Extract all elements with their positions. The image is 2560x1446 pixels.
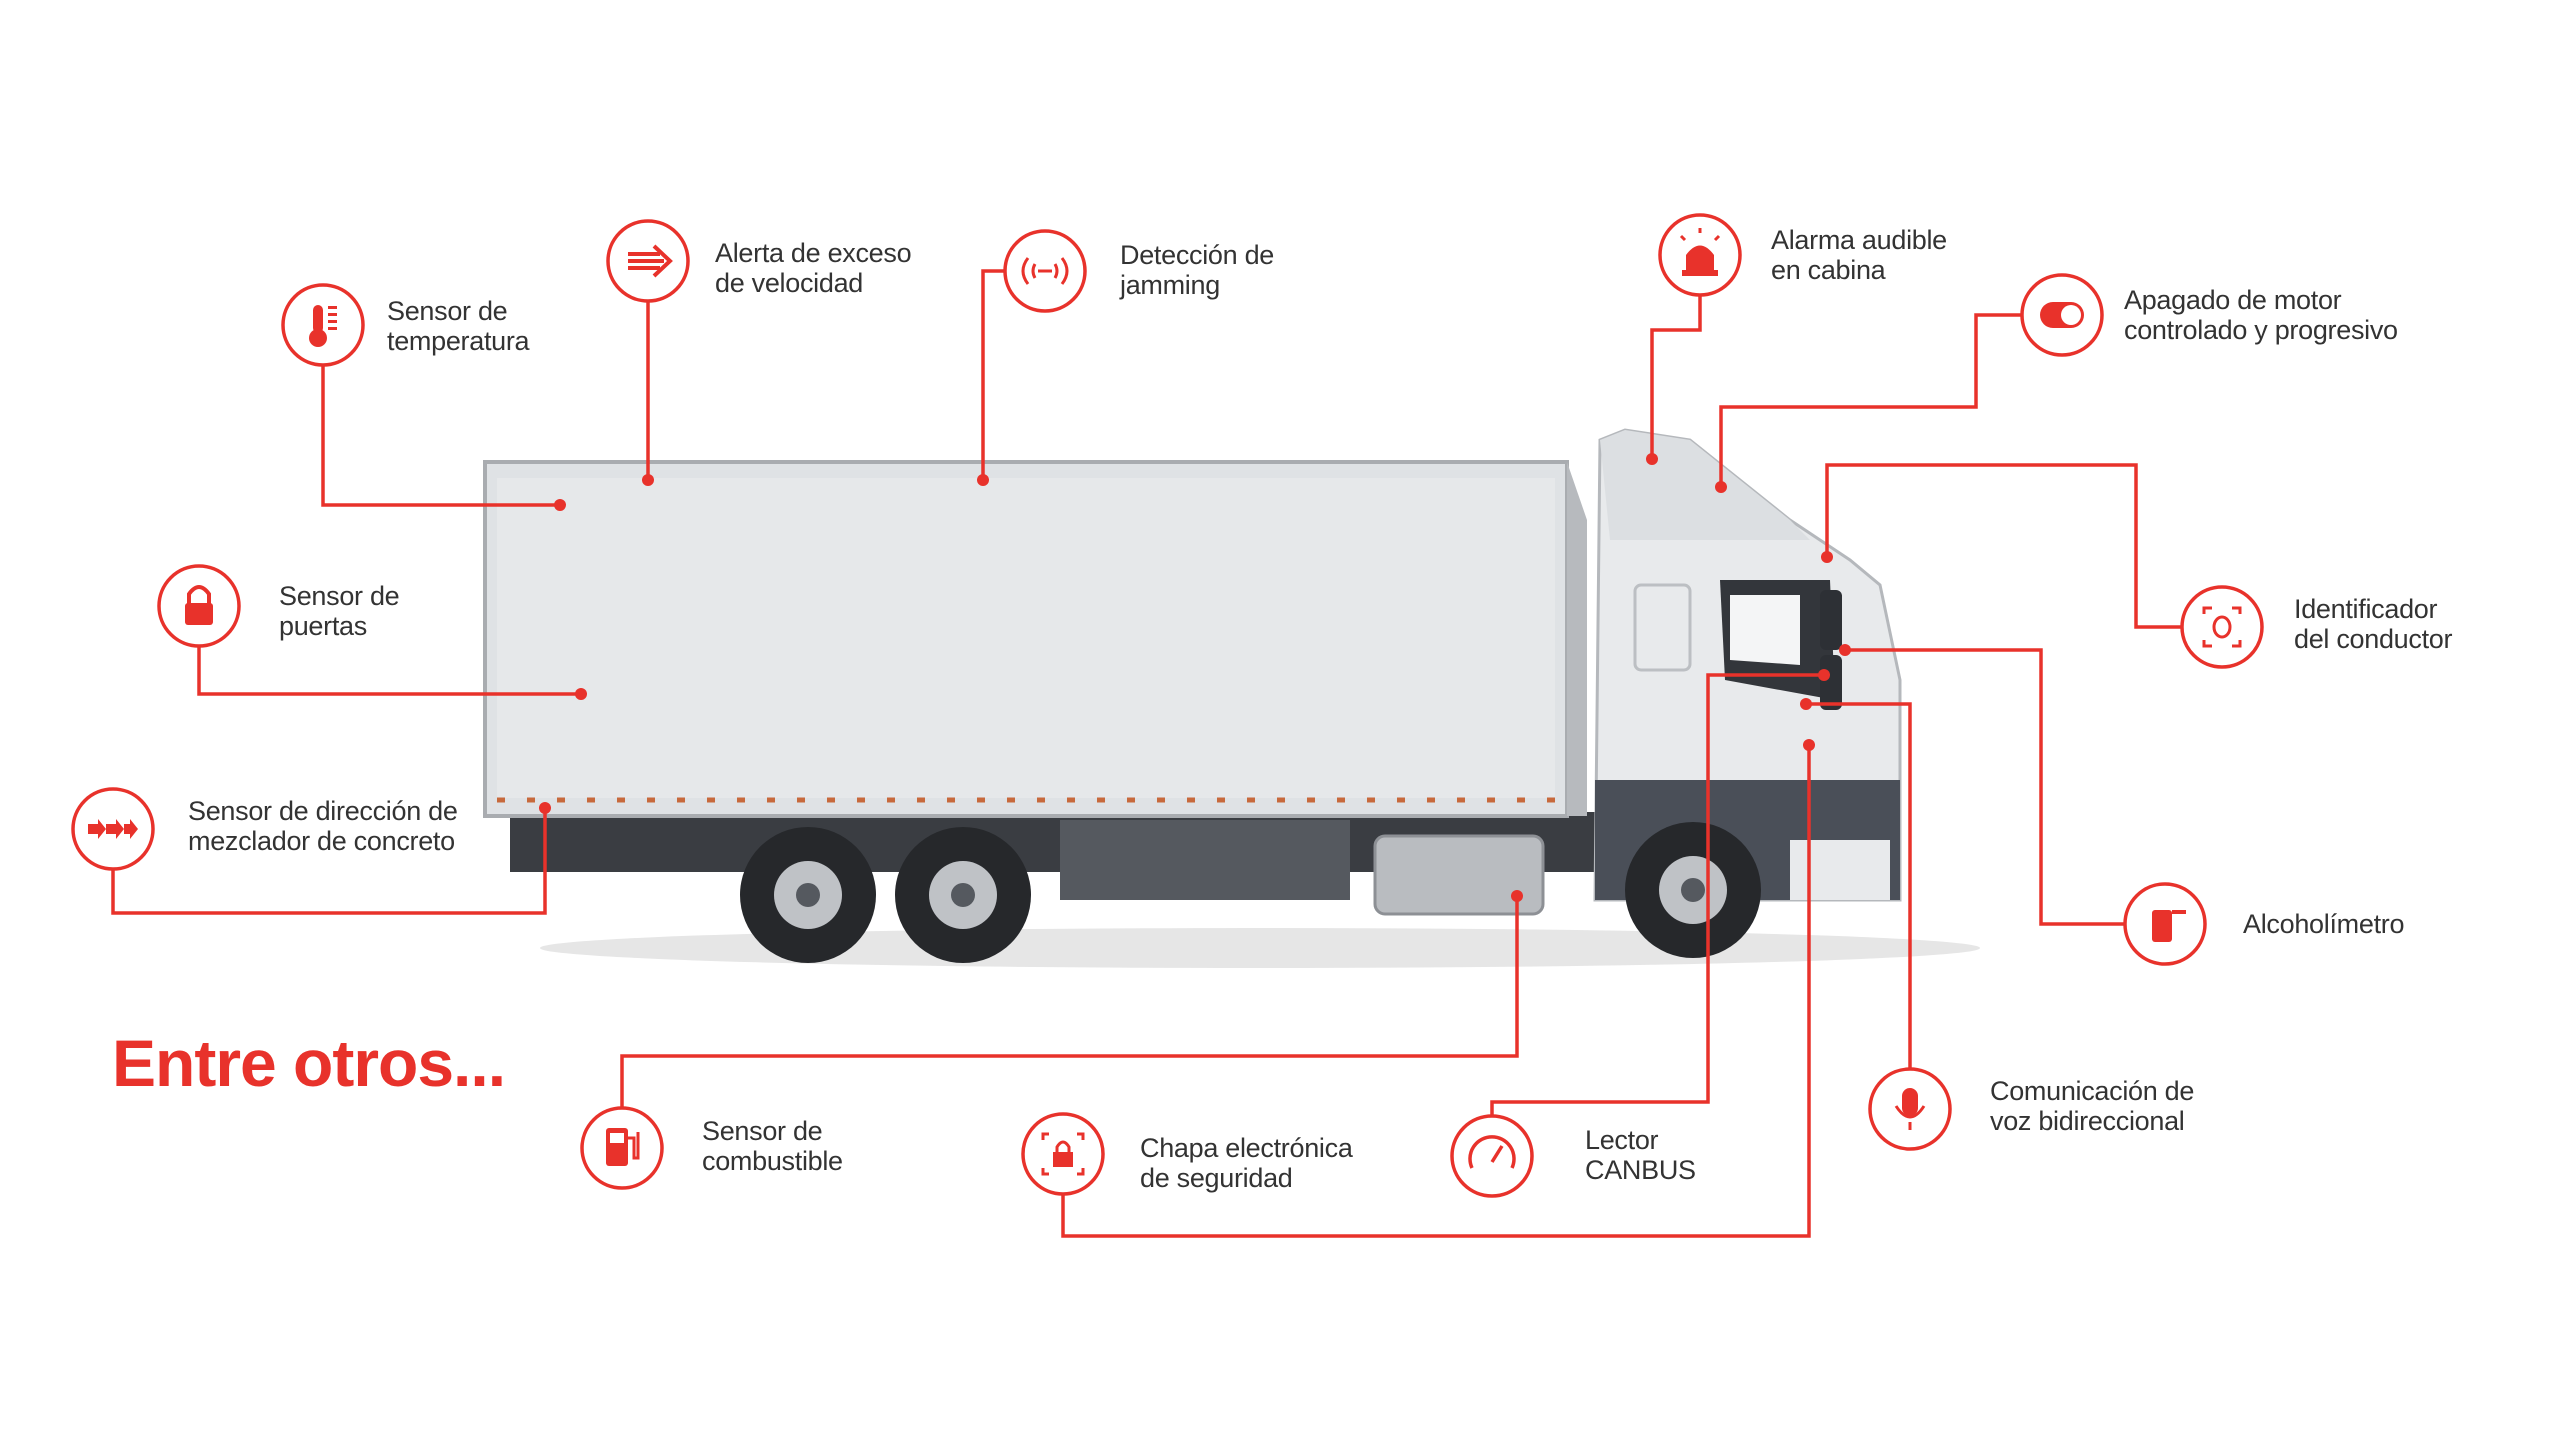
truck-illustration	[483, 428, 1980, 968]
line-apagado	[1719, 313, 2022, 487]
title-entre-otros: Entre otros...	[112, 1026, 506, 1100]
line-alcoholimetro	[1845, 648, 2125, 926]
line-puertas	[197, 646, 581, 696]
line-alarma	[1650, 295, 1702, 459]
line-mezclador	[111, 808, 547, 915]
sensor-points	[539, 453, 1851, 902]
line-chapa	[1061, 745, 1811, 1238]
label-alcoholimetro: Alcoholímetro	[2243, 909, 2405, 939]
line-identificador	[1825, 463, 2182, 629]
line-jamming	[981, 269, 1006, 480]
face-id-icon	[2180, 585, 2264, 669]
gauge-icon	[1450, 1114, 1534, 1198]
line-temperatura	[321, 365, 560, 507]
line-combustible	[620, 896, 1519, 1108]
line-comunicacion	[1806, 702, 1912, 1069]
leader-lines	[111, 269, 2182, 1238]
line-canbus	[1490, 673, 1824, 1116]
